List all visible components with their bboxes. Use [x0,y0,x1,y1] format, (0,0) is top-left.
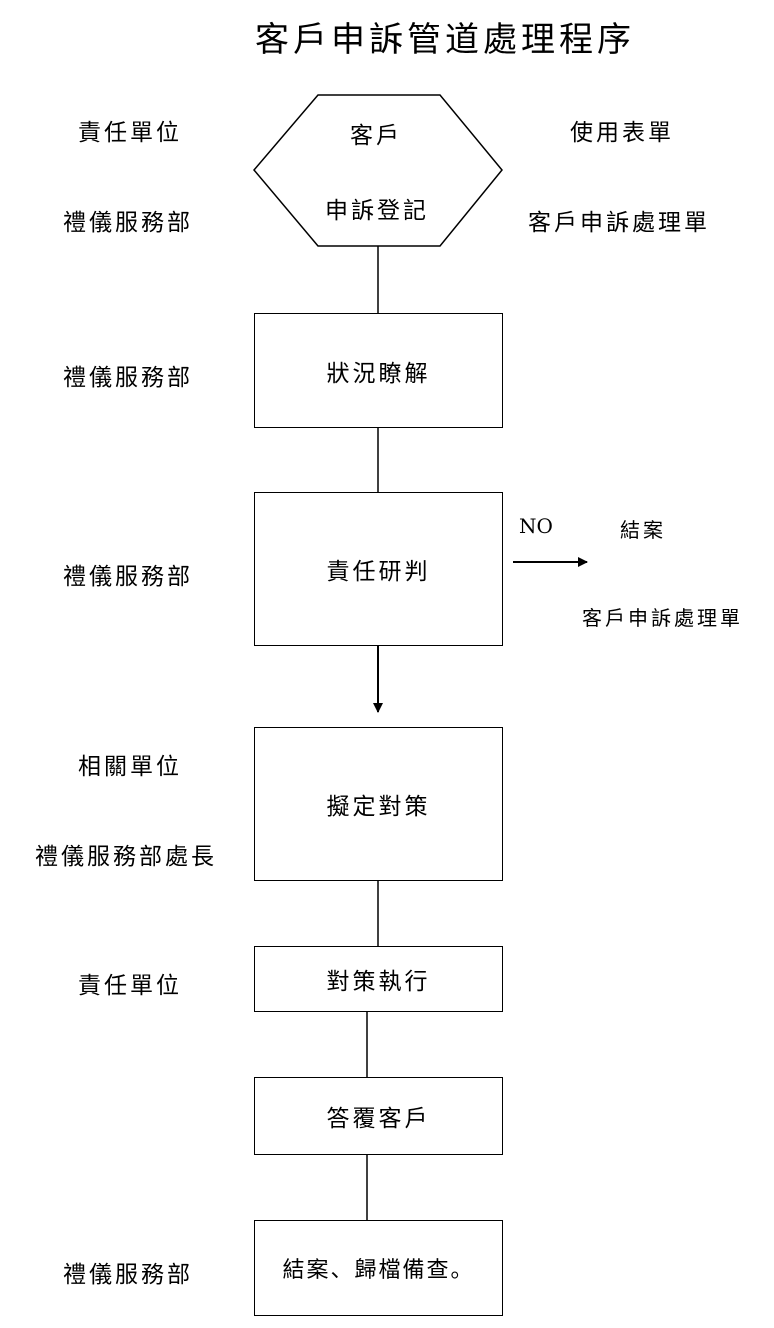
branch-form: 客戶申訴處理單 [582,606,743,630]
start-unit: 禮儀服務部 [63,210,193,236]
start-node-line2: 申訴登記 [325,198,429,224]
step-label: 結案、歸檔備查。 [282,1258,475,1283]
step-3-unit-line2: 禮儀服務部處長 [35,844,217,870]
responsible-unit-header: 責任單位 [78,120,182,146]
step-execute-countermeasures: 對策執行 [254,946,503,1012]
step-responsibility-judgment: 責任研判 [254,492,503,646]
step-2-unit: 禮儀服務部 [63,564,193,590]
step-4-unit: 責任單位 [78,973,182,999]
page-title: 客戶申訴管道處理程序 [255,20,635,60]
step-3-unit-line1: 相關單位 [78,754,182,780]
step-situation-understanding: 狀況瞭解 [254,313,503,428]
step-close-and-file: 結案、歸檔備查。 [254,1220,503,1316]
step-label: 責任研判 [326,559,431,585]
step-label: 擬定對策 [326,794,431,820]
branch-condition: NO [519,514,553,538]
start-form: 客戶申訴處理單 [528,210,710,236]
start-node-line1: 客戶 [350,123,402,149]
step-label: 對策執行 [326,969,431,995]
start-hexagon [253,94,503,247]
step-formulate-countermeasures: 擬定對策 [254,727,503,881]
step-1-unit: 禮儀服務部 [63,365,193,391]
step-label: 狀況瞭解 [326,360,431,387]
form-header: 使用表單 [570,120,674,146]
step-6-unit: 禮儀服務部 [63,1262,193,1288]
step-reply-customer: 答覆客戶 [254,1077,503,1155]
step-label: 答覆客戶 [326,1106,431,1132]
branch-result: 結案 [620,518,666,542]
